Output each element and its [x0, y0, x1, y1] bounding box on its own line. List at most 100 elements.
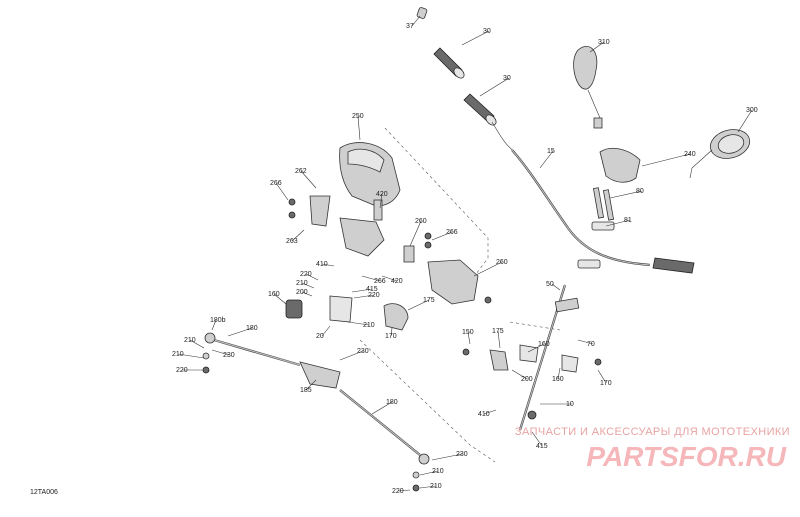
column-bracket-part: [554, 297, 580, 313]
callout-leader-line: [411, 15, 421, 27]
callout-leader-line: [407, 299, 430, 311]
callout-leader-line: [211, 349, 230, 356]
callout-label-210: 210: [296, 280, 308, 287]
callout-label-263: 263: [286, 238, 298, 245]
callout-leader-line: [301, 282, 315, 289]
grip-end-part: [485, 114, 497, 126]
watermark-logo-text: PARTSFOR.RU: [586, 441, 786, 472]
callout-leader-line: [275, 182, 289, 201]
watermark-logo: PARTSFOR.RU: [586, 441, 786, 472]
callout-label-160: 160: [552, 376, 564, 383]
nut-part: [424, 241, 432, 249]
callout-label-10: 10: [566, 401, 574, 408]
callout-label-220: 220: [368, 292, 380, 299]
callout-label-80: 80: [636, 188, 644, 195]
callout-label-170: 170: [600, 380, 612, 387]
callout-leader-line: [305, 379, 317, 391]
callout-leader-line: [347, 321, 370, 326]
callout-leader-line: [361, 275, 381, 282]
callout-leader-line: [177, 353, 205, 359]
callout-label-160: 160: [538, 341, 550, 348]
callout-label-220: 220: [300, 271, 312, 278]
tie-rod-lower: [339, 389, 430, 465]
callout-label-420: 420: [391, 278, 403, 285]
nut-part: [527, 410, 537, 420]
clamp-part: [577, 259, 601, 269]
callout-leader-line: [527, 343, 545, 353]
mount-plate-part: [427, 259, 479, 305]
callout-label-210: 210: [430, 483, 442, 490]
hardware-group: [202, 198, 602, 492]
callout-label-200: 200: [521, 376, 533, 383]
pitman-arm-part: [383, 303, 409, 331]
callout-leader-line: [473, 261, 503, 277]
riser-bolt-part: [602, 189, 615, 221]
callout-leader-line: [605, 219, 631, 227]
group-outline-dashed: [384, 127, 489, 283]
callout-label-250: 250: [352, 113, 364, 120]
mount-plate-assembly: [285, 245, 479, 331]
callout-label-410: 410: [478, 411, 490, 418]
callout-leader-line: [419, 470, 439, 476]
callout-leader-line: [321, 325, 331, 337]
callout-label-30: 30: [503, 75, 511, 82]
callout-label-160: 160: [268, 291, 280, 298]
callout-leader-line: [589, 41, 605, 53]
callout-leader-line: [379, 193, 383, 209]
callout-label-266: 266: [446, 229, 458, 236]
callout-leader-line: [273, 293, 287, 305]
callout-leader-line: [351, 288, 373, 293]
callout-leader-line: [339, 350, 364, 361]
group-outline-dashed: [359, 339, 496, 463]
callout-label-415: 415: [366, 286, 378, 293]
callout-label-230: 230: [223, 352, 235, 359]
mirror-left-mount: [593, 117, 603, 129]
handlebar-pad-part: [599, 147, 641, 183]
callout-leader-line: [431, 453, 463, 461]
callout-leader-line: [305, 273, 319, 281]
spacer-part: [403, 245, 415, 263]
callout-leader-line: [357, 115, 361, 141]
callout-label-175: 175: [423, 297, 435, 304]
callout-label-210: 210: [184, 337, 196, 344]
callout-label-230: 230: [357, 348, 369, 355]
center-link-part: [299, 361, 341, 389]
nut-part: [424, 232, 432, 240]
mirror-left: [573, 45, 603, 129]
callout-label-260: 260: [415, 218, 427, 225]
callout-leader-line: [737, 109, 753, 133]
output-shaft-part: [373, 199, 383, 221]
callout-label-30: 30: [483, 28, 491, 35]
callout-label-240: 240: [684, 151, 696, 158]
callout-leader-line: [291, 229, 305, 242]
mirror-left-housing: [573, 45, 598, 90]
callout-leader-line: [461, 30, 490, 46]
callout-label-37: 37: [406, 23, 414, 30]
callout-label-200: 200: [296, 289, 308, 296]
tie-rod-highlight: [213, 339, 301, 366]
bushing-part: [285, 299, 303, 319]
washer-part: [412, 471, 420, 479]
pitman-arm-part: [329, 295, 353, 323]
column-bracket-part: [489, 349, 509, 371]
callout-label-300: 300: [746, 107, 758, 114]
watermark-caption: ЗАПЧАСТИ И АКСЕССУАРЫ ДЛЯ МОТОТЕХНИКИ: [514, 426, 790, 438]
callout-label-410: 410: [316, 261, 328, 268]
mirror-right-stem: [689, 149, 713, 179]
callout-label-15: 15: [547, 148, 555, 155]
callout-label-266: 266: [270, 180, 282, 187]
callout-leader-line: [531, 431, 543, 447]
callout-label-70: 70: [587, 341, 595, 348]
callout-leader-line: [390, 327, 393, 337]
right-grip-part: [652, 257, 695, 274]
callout-leader-line: [397, 489, 411, 492]
callout-label-210: 210: [172, 351, 184, 358]
callout-leader-line: [227, 327, 253, 337]
callout-leader-line: [479, 77, 510, 97]
nut-part: [288, 211, 296, 219]
callout-label-210: 210: [363, 322, 375, 329]
ball-joint-part: [418, 453, 430, 465]
nut-part: [462, 348, 470, 356]
throttle-cable: [491, 121, 516, 153]
